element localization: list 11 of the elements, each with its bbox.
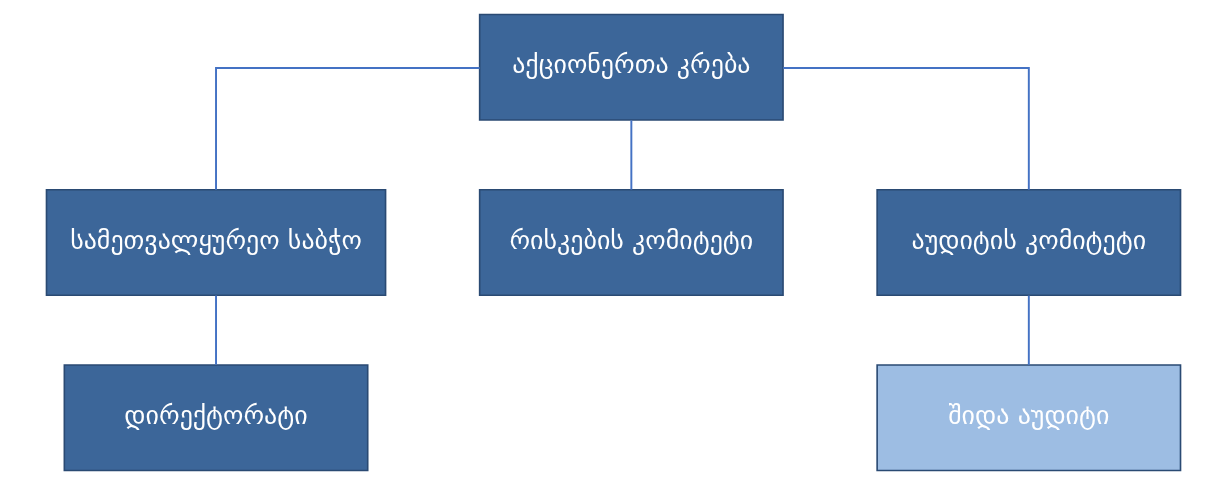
node-box: სამეთვალყურეო საბჭო: [45, 188, 387, 297]
node-box: აუდიტის კომიტეტი: [876, 188, 1182, 297]
node-box: შიდა აუდიტი: [876, 364, 1182, 472]
node-box: რისკების კომიტეტი: [478, 188, 784, 297]
connector: [1027, 294, 1030, 366]
node-box: დირექტორატი: [63, 364, 369, 472]
connector: [782, 67, 1030, 191]
connector: [630, 119, 633, 191]
connector: [215, 67, 481, 191]
connector: [215, 294, 217, 366]
node-box: აქციონერთა კრება: [478, 13, 784, 121]
